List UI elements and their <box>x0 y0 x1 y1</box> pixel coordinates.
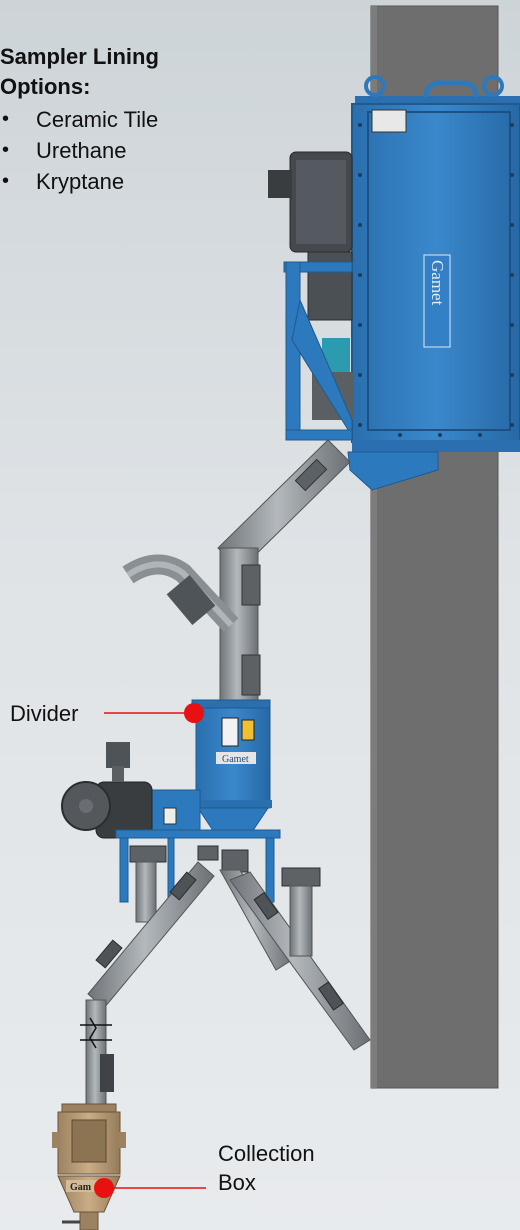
option-ceramic-tile: Ceramic Tile <box>36 107 159 132</box>
reject-elbow <box>122 554 239 632</box>
primary-discharge-pipe <box>217 439 351 701</box>
nameplate <box>371 109 407 133</box>
list-item: • Urethane <box>0 135 220 166</box>
warning-label-left <box>221 717 239 747</box>
motor-mount-bracket <box>283 261 353 441</box>
box-window <box>71 1119 107 1163</box>
lifting-eye-right <box>482 75 504 97</box>
motor-fins <box>296 160 346 244</box>
drop-pipe-clamp <box>100 1054 114 1092</box>
elbow-flange <box>166 575 216 625</box>
option-kryptane: Kryptane <box>36 169 125 194</box>
divider-drive-motor <box>61 742 201 839</box>
divider-base-ring <box>194 800 272 808</box>
lining-options-panel: Sampler Lining Options: • Ceramic Tile • U… <box>0 42 220 197</box>
pipe-clamps <box>241 458 328 696</box>
primary-sampler: Gamet <box>347 75 520 491</box>
sampler-discharge-chute <box>347 451 439 491</box>
sampler-door <box>367 111 511 431</box>
option-urethane: Urethane <box>36 138 127 163</box>
divider-callout <box>104 703 204 723</box>
lifting-eye-left <box>364 75 386 97</box>
collection-box-label: Collection Box <box>218 1139 315 1197</box>
left-drop-pipe <box>135 861 157 923</box>
divider-callout-dot <box>184 703 204 723</box>
sampler-logo-plate <box>423 254 451 348</box>
list-item: • Ceramic Tile <box>0 104 220 135</box>
lower-pipe-network <box>80 861 371 1109</box>
bullet-icon: • <box>2 139 10 161</box>
sampler-bolts <box>358 123 514 437</box>
column-highlight <box>371 6 377 1088</box>
sampler-base-flange <box>352 440 520 452</box>
motor-fan-hub <box>79 799 93 813</box>
sampler-logo-text: Gamet <box>428 260 447 306</box>
lower-pipe-clamps <box>95 871 345 1011</box>
collection-label-line2: Box <box>218 1170 256 1195</box>
bullet-icon: • <box>2 108 10 130</box>
sample-divider: Gamet <box>191 699 272 836</box>
box-handle-right <box>118 1132 126 1148</box>
right-drop-pipe <box>289 885 313 957</box>
motor-conduit <box>112 766 124 782</box>
motor-junction-box <box>268 170 292 198</box>
motor-junction-box <box>106 742 130 768</box>
box-outlet <box>79 1211 99 1230</box>
divider-label: Divider <box>10 701 79 726</box>
lifting-handle <box>423 80 479 98</box>
warning-label-right <box>241 719 255 741</box>
collection-callout-dot <box>94 1178 114 1198</box>
collection-label-line1: Collection <box>218 1141 315 1166</box>
lining-options-list: • Ceramic Tile • Urethane • Kryptane <box>0 104 220 197</box>
box-handle-left <box>52 1132 60 1148</box>
collection-box: Gam <box>52 1103 126 1230</box>
break-symbol <box>80 1017 112 1049</box>
divider-logo-text: Gamet <box>222 754 249 765</box>
divider-logo-plate <box>216 752 256 764</box>
bellows-couplings <box>129 845 321 887</box>
motor-label <box>163 807 177 825</box>
box-logo-text: Gam <box>70 1182 92 1193</box>
lining-options-title: Sampler Lining Options: <box>0 44 159 99</box>
list-item: • Kryptane <box>0 166 220 197</box>
sampler-drive-motor <box>268 151 354 420</box>
collection-callout <box>94 1178 206 1198</box>
bullet-icon: • <box>2 170 10 192</box>
sampler-top-rail <box>355 96 520 104</box>
